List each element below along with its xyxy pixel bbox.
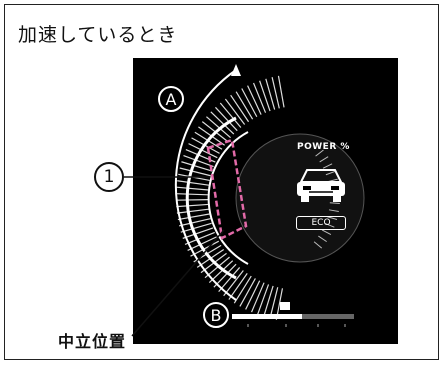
gauge-tick — [259, 80, 271, 112]
gauge-tick — [228, 273, 248, 300]
gauge-tick — [206, 116, 231, 139]
gauge-tick — [247, 85, 262, 115]
gauge-tick — [182, 227, 214, 239]
gauge-center-disc — [235, 133, 365, 263]
gauge-tick — [271, 77, 280, 109]
gauge-tick — [184, 231, 215, 246]
gauge-tick — [265, 78, 276, 110]
gauge-tick — [214, 106, 238, 132]
gauge-tick — [250, 282, 265, 313]
gauge-tick — [176, 193, 209, 196]
gauge-tick — [263, 285, 274, 317]
gauge-tick — [218, 267, 241, 292]
eco-badge: ECO — [296, 216, 346, 230]
gauge-tick — [223, 270, 244, 297]
ev-bar-empty — [302, 314, 354, 319]
neutral-position-label: 中立位置 — [58, 332, 127, 351]
highlight-segment — [206, 138, 248, 240]
power-scale-tick — [327, 216, 338, 220]
figure-heading: 加速しているとき — [18, 24, 178, 46]
power-scale-ticks — [313, 149, 340, 249]
gauge-tick — [241, 88, 258, 118]
gauge-tick — [188, 143, 218, 159]
power-scale-tick — [325, 170, 336, 176]
gauge-tick — [235, 91, 254, 120]
gauge-tick — [269, 287, 279, 319]
power-scale-tick — [324, 223, 335, 228]
gauge-tick — [179, 167, 211, 177]
gauge-tick — [183, 155, 214, 168]
gauge-tick — [257, 284, 270, 315]
power-scale-tick — [322, 163, 333, 169]
power-scale-tick — [328, 209, 339, 213]
gauge-tick — [224, 98, 246, 125]
gauge-tick — [187, 236, 217, 251]
ev-bar-marker — [280, 302, 290, 310]
power-gauge-inner-ring — [185, 116, 237, 280]
gauge-tick — [176, 199, 209, 201]
gauge-tick — [177, 213, 210, 221]
power-percent-label: POWER % — [297, 142, 350, 152]
power-scale-tick — [319, 156, 329, 163]
gauge-tick — [219, 102, 242, 128]
callout-1: 1 — [94, 162, 124, 192]
gauge-tick — [180, 222, 212, 233]
gauge-tick — [233, 275, 252, 304]
gauge-tick — [210, 111, 235, 135]
ev-bar-filled — [232, 314, 302, 319]
car-front-icon — [297, 169, 345, 202]
gauge-tick — [230, 94, 250, 123]
arrow-head-a — [231, 64, 241, 76]
gauge-tick — [179, 218, 211, 227]
gauge-tick — [252, 82, 267, 113]
power-scale-tick — [329, 202, 340, 204]
gauge-tick — [176, 203, 209, 208]
gauge-tick — [181, 161, 213, 172]
power-scale-tick — [313, 241, 323, 249]
power-scale-tick — [318, 235, 327, 243]
gauge-tick — [245, 280, 261, 310]
gauge-tick — [176, 208, 209, 214]
power-scale-tick — [321, 229, 332, 236]
gauge-tick — [277, 75, 285, 108]
callout-a: A — [158, 86, 184, 112]
callout-b: B — [203, 302, 229, 328]
gauge-tick — [239, 278, 256, 307]
power-gauge-inner-ring-2 — [207, 131, 249, 265]
gauge-tick — [177, 180, 209, 186]
gauge-tick — [176, 186, 209, 191]
leader-line-neutral — [131, 229, 225, 337]
power-scale-tick — [315, 149, 324, 157]
arrow-arc-a — [174, 69, 237, 301]
